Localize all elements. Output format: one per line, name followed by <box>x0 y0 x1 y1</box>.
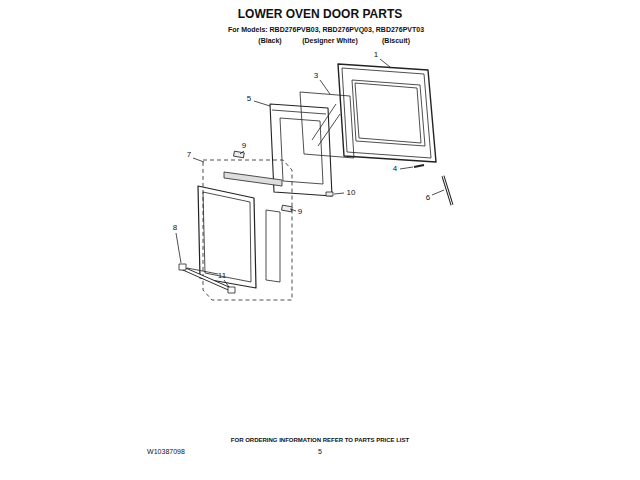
model-list: For Models: RBD276PVB03, RBD276PVQ03, RB… <box>228 26 424 34</box>
page-number: 5 <box>318 448 322 456</box>
callout-number: 11 <box>218 272 226 281</box>
document-number: W10387098 <box>147 448 185 456</box>
callout-number: 10 <box>347 189 356 198</box>
page-title: LOWER OVEN DOOR PARTS <box>238 8 402 21</box>
model-color: (Designer White) <box>302 37 358 45</box>
footer-note: FOR ORDERING INFORMATION REFER TO PARTS … <box>231 437 409 444</box>
callout-number: 9 <box>298 208 302 217</box>
callout-number: 9 <box>242 142 246 151</box>
callout-number: 3 <box>314 72 318 81</box>
callout-number: 5 <box>247 95 251 104</box>
callout-number: 6 <box>426 194 430 203</box>
callout-number: 4 <box>393 165 397 174</box>
callout-number: 1 <box>374 51 378 60</box>
callout-number: 7 <box>187 151 191 160</box>
model-color: (Black) <box>258 37 281 45</box>
model-color: (Biscuit) <box>382 37 410 45</box>
callout-number: 8 <box>173 224 177 233</box>
